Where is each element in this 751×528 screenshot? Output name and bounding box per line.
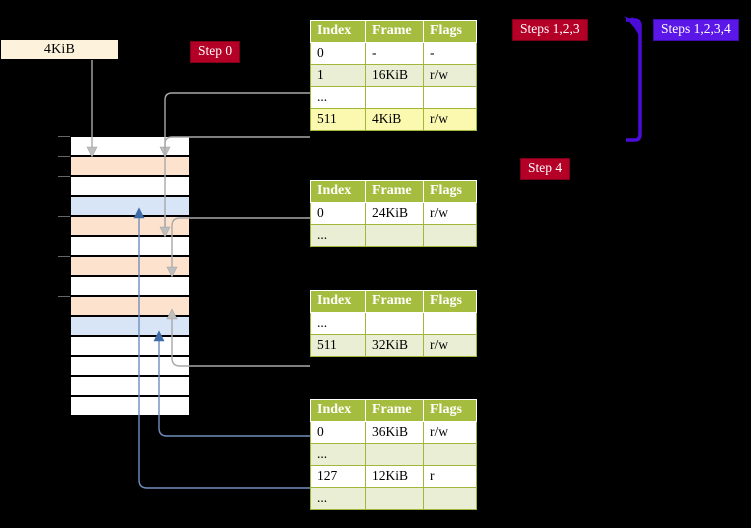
table-cell-flags	[423, 487, 477, 510]
memory-frame-tick	[58, 296, 70, 297]
table-cell-flags	[423, 86, 477, 109]
memory-frame-row	[70, 136, 190, 156]
table-cell-frame: 32KiB	[365, 334, 424, 357]
column-header-index: Index	[310, 180, 366, 203]
badge-steps-1-2-3-4: Steps 1,2,3,4	[653, 19, 739, 41]
table-cell-index: 0	[310, 421, 366, 444]
memory-frame-row	[70, 256, 190, 276]
table-cell-flags: r	[423, 465, 477, 488]
memory-frame-row	[70, 356, 190, 376]
table-cell-flags: r/w	[423, 334, 477, 357]
column-header-index: Index	[310, 20, 366, 43]
table-cell-index: 127	[310, 465, 366, 488]
column-header-flags: Flags	[423, 180, 477, 203]
badge-step-4: Step 4	[520, 158, 571, 180]
table-cell-frame: 16KiB	[365, 64, 424, 87]
table-cell-index: 0	[310, 42, 366, 65]
table-cell-index: 511	[310, 334, 366, 357]
table-cell-frame: 4KiB	[365, 108, 424, 131]
memory-frame-row	[70, 396, 190, 416]
memory-frame-tick	[58, 136, 70, 137]
table-cell-frame: 24KiB	[365, 202, 424, 225]
table-cell-index: ...	[310, 487, 366, 510]
column-header-frame: Frame	[365, 20, 424, 43]
memory-frame-row	[70, 316, 190, 336]
memory-frame-row	[70, 176, 190, 196]
memory-frame-row	[70, 156, 190, 176]
table-cell-index: 1	[310, 64, 366, 87]
column-header-index: Index	[310, 399, 366, 422]
table-cell-flags: -	[423, 42, 477, 65]
table-cell-index: 511	[310, 108, 366, 131]
memory-frame-row	[70, 376, 190, 396]
table-cell-flags	[423, 312, 477, 335]
table-row: ...	[310, 312, 477, 335]
memory-frame-row	[70, 236, 190, 256]
badge-steps-1-2-3-4-label: Steps 1,2,3,4	[661, 21, 731, 36]
column-header-frame: Frame	[365, 399, 424, 422]
memory-frame-row	[70, 216, 190, 236]
table-cell-frame	[365, 487, 424, 510]
column-header-flags: Flags	[423, 290, 477, 313]
table-cell-index: ...	[310, 86, 366, 109]
table-cell-frame	[365, 224, 424, 247]
table-cell-flags	[423, 443, 477, 466]
memory-frame-tick	[58, 156, 70, 157]
column-header-frame: Frame	[365, 290, 424, 313]
badge-step-0-label: Step 0	[198, 43, 233, 58]
memory-frame-row	[70, 196, 190, 216]
table-cell-index: ...	[310, 312, 366, 335]
badge-step-0: Step 0	[190, 41, 241, 63]
memory-frame-tick	[58, 176, 70, 177]
badge-steps-1-2-3: Steps 1,2,3	[512, 19, 588, 41]
table-row: ...	[310, 86, 477, 109]
table-cell-flags: r/w	[423, 421, 477, 444]
table-cell-index: 0	[310, 202, 366, 225]
table-cell-flags: r/w	[423, 202, 477, 225]
badge-steps-1-2-3-label: Steps 1,2,3	[520, 21, 580, 36]
table-cell-frame	[365, 312, 424, 335]
table-row: ...	[310, 443, 477, 466]
table-cell-frame: 12KiB	[365, 465, 424, 488]
column-header-flags: Flags	[423, 20, 477, 43]
memory-frame-row	[70, 336, 190, 356]
badge-step-4-label: Step 4	[528, 160, 563, 175]
table-cell-frame: -	[365, 42, 424, 65]
memory-frame-row	[70, 276, 190, 296]
table-cell-flags: r/w	[423, 108, 477, 131]
physical-memory-frames	[70, 136, 190, 416]
table-cell-flags	[423, 224, 477, 247]
memory-frame-tick	[58, 216, 70, 217]
frame-size-label: 4KiB	[0, 39, 119, 60]
table-cell-flags: r/w	[423, 64, 477, 87]
column-header-index: Index	[310, 290, 366, 313]
memory-frame-row	[70, 296, 190, 316]
frame-size-text: 4KiB	[43, 41, 76, 57]
table-row: ...	[310, 224, 477, 247]
table-cell-frame	[365, 86, 424, 109]
memory-frame-tick	[58, 256, 70, 257]
column-header-frame: Frame	[365, 180, 424, 203]
table-row: ...	[310, 487, 477, 510]
table-cell-index: ...	[310, 443, 366, 466]
table-row: 0--	[310, 42, 477, 65]
table-cell-frame: 36KiB	[365, 421, 424, 444]
table-cell-index: ...	[310, 224, 366, 247]
table-cell-frame	[365, 443, 424, 466]
column-header-flags: Flags	[423, 399, 477, 422]
